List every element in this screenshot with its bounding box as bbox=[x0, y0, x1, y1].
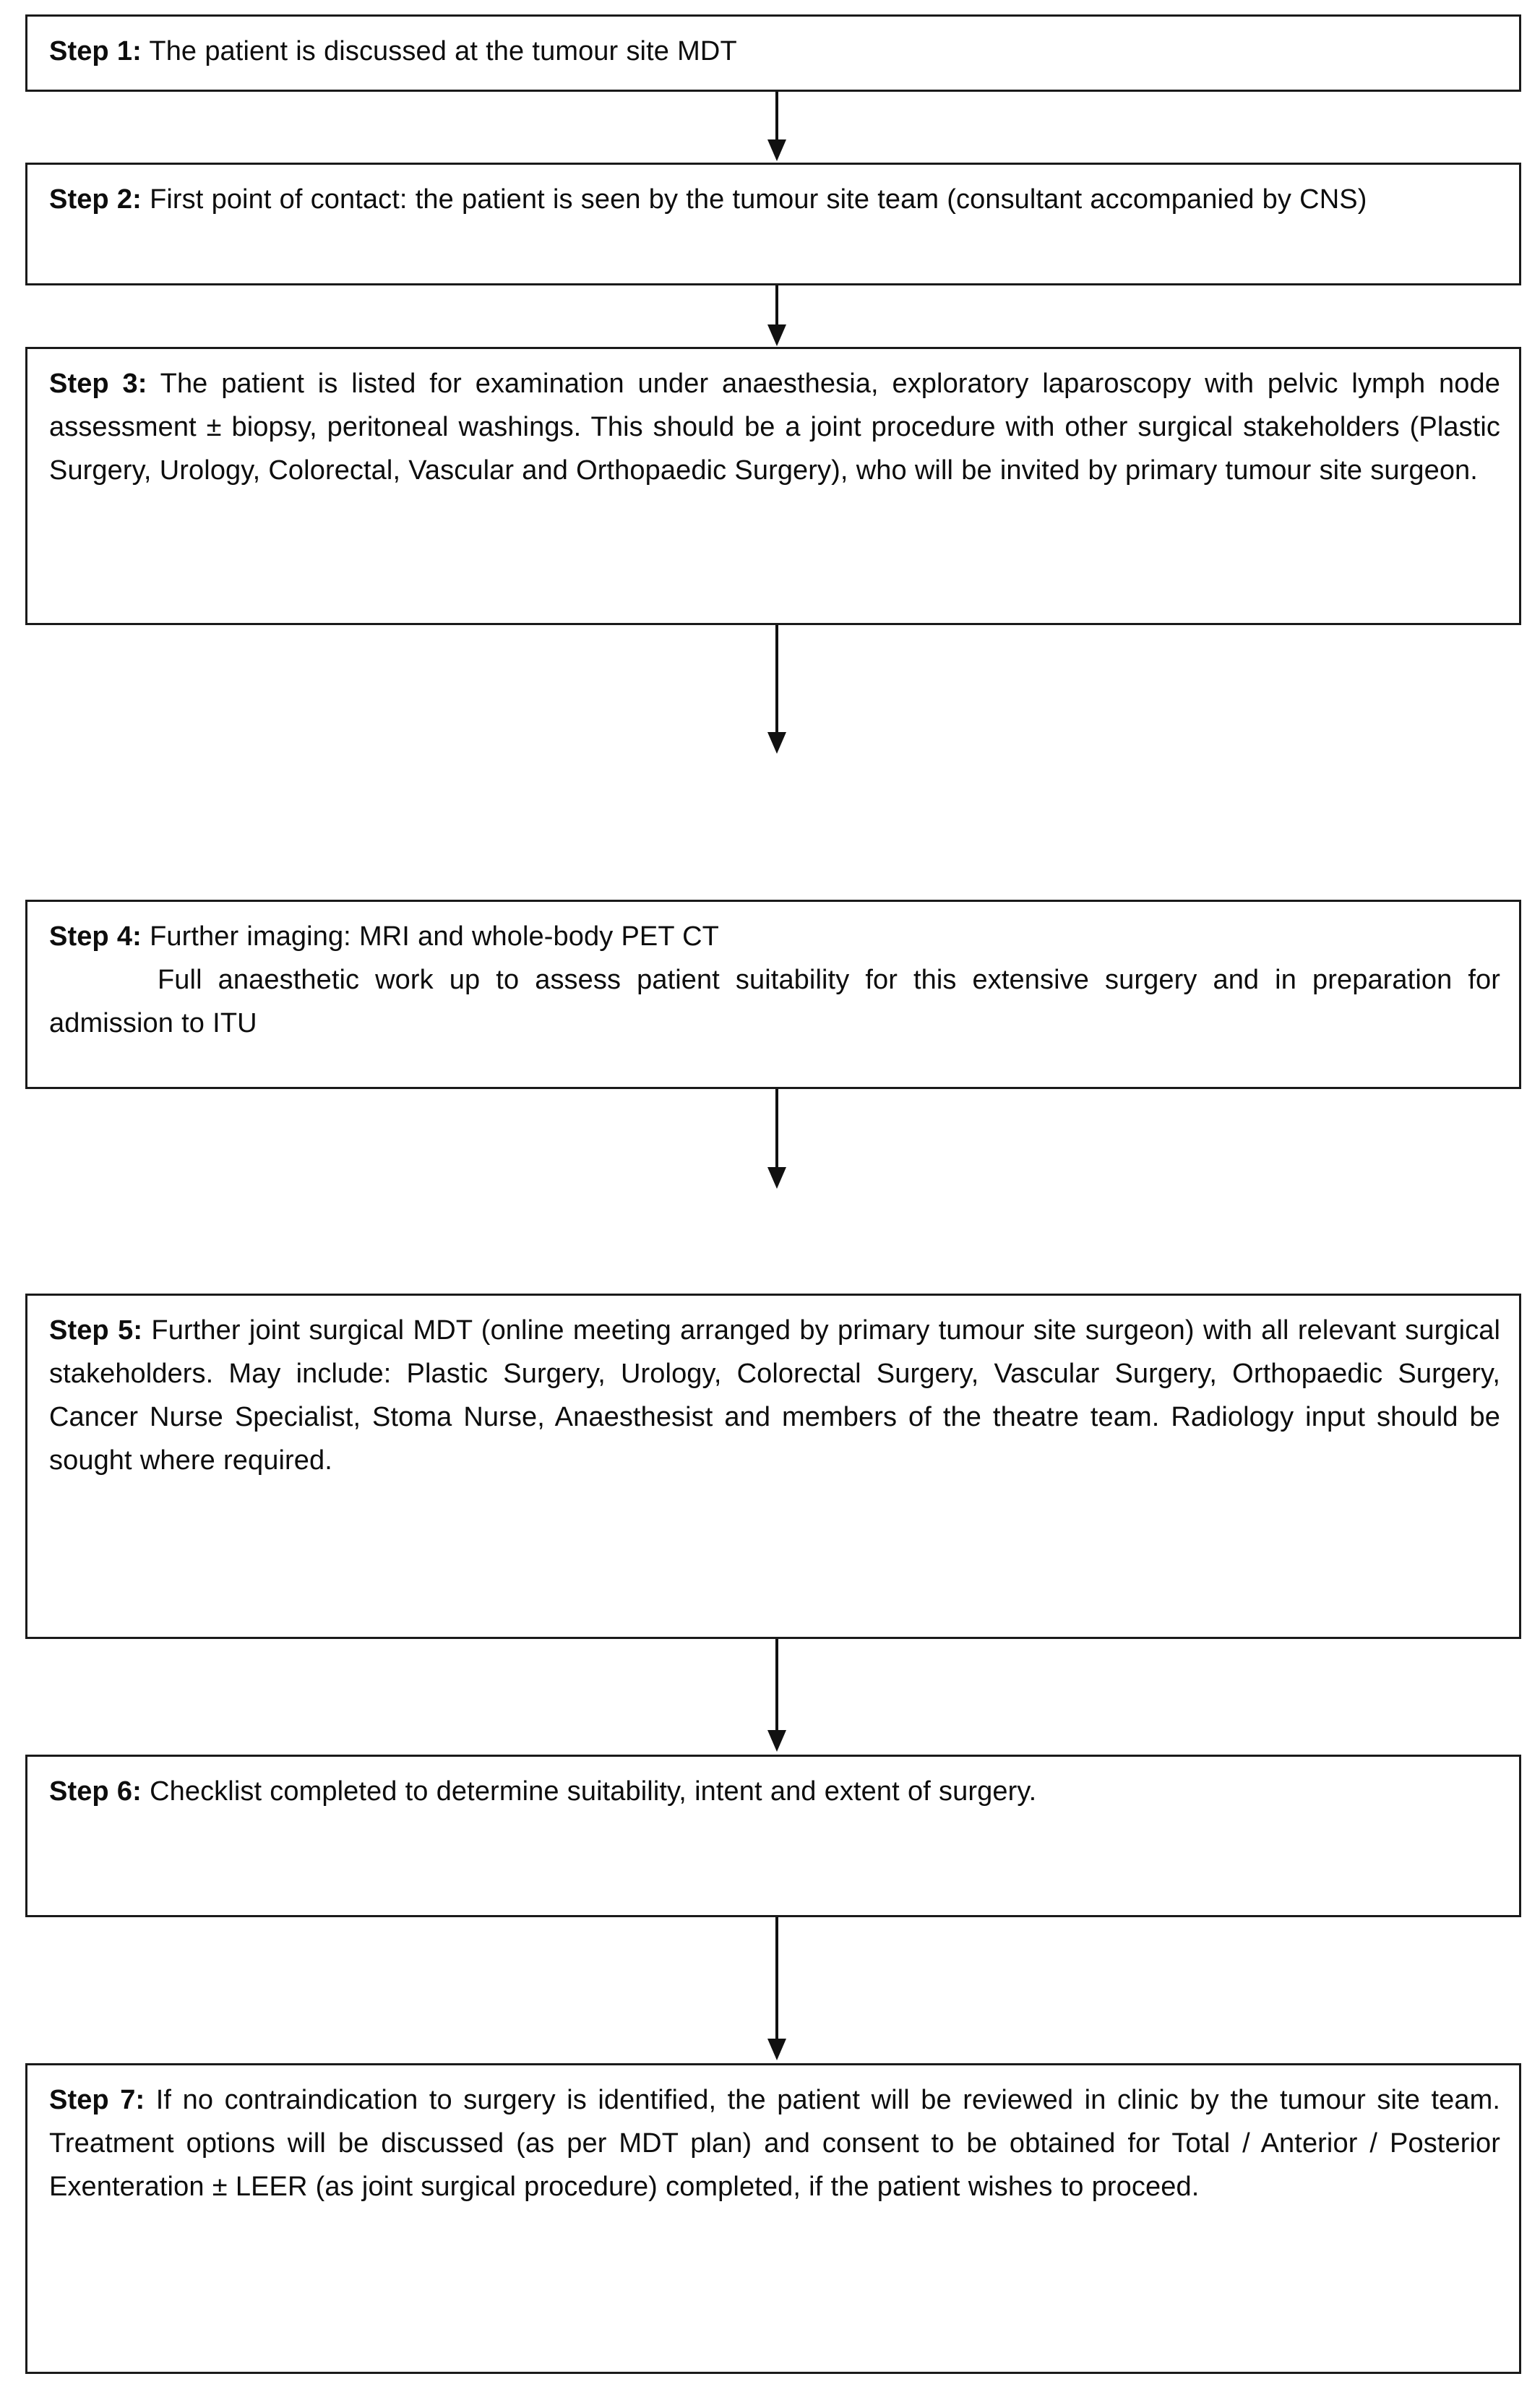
arrow-step1-to-step2 bbox=[767, 92, 786, 163]
step-7-body-1: If no contraindication to surgery is ide… bbox=[49, 2085, 1500, 2202]
arrow-shaft bbox=[775, 285, 778, 326]
arrow-step5-to-step6 bbox=[767, 1639, 786, 1755]
step-box-1: Step 1: The patient is discussed at the … bbox=[25, 14, 1521, 92]
arrow-head-icon bbox=[767, 139, 786, 161]
arrow-head-icon bbox=[767, 1167, 786, 1189]
step-box-5: Step 5: Further joint surgical MDT (onli… bbox=[25, 1294, 1521, 1639]
step-5-body-1: Further joint surgical MDT (online meeti… bbox=[49, 1315, 1500, 1476]
step-3-body-1: The patient is listed for examination un… bbox=[49, 369, 1500, 486]
step-5-label: Step 5: bbox=[49, 1315, 143, 1346]
arrow-head-icon bbox=[767, 324, 786, 346]
step-box-3: Step 3: The patient is listed for examin… bbox=[25, 347, 1521, 625]
step-4-paragraph-1: Step 4: Further imaging: MRI and whole-b… bbox=[49, 915, 1500, 958]
step-1-paragraph-1: Step 1: The patient is discussed at the … bbox=[49, 30, 1500, 73]
step-2-label: Step 2: bbox=[49, 184, 142, 215]
step-4-paragraph-2: Full anaesthetic work up to assess patie… bbox=[49, 965, 1500, 1038]
arrow-step4-to-step5 bbox=[767, 1089, 786, 1294]
arrow-head-icon bbox=[767, 732, 786, 754]
arrow-shaft bbox=[775, 1639, 778, 1731]
arrow-step6-to-step7 bbox=[767, 1917, 786, 2063]
arrow-head-icon bbox=[767, 1730, 786, 1752]
step-5-paragraph-1: Step 5: Further joint surgical MDT (onli… bbox=[49, 1309, 1500, 1482]
step-3-paragraph-1: Step 3: The patient is listed for examin… bbox=[49, 362, 1500, 492]
step-6-label: Step 6: bbox=[49, 1776, 142, 1807]
arrow-step3-to-step4 bbox=[767, 625, 786, 900]
arrow-shaft bbox=[775, 625, 778, 733]
step-box-7: Step 7: If no contraindication to surger… bbox=[25, 2063, 1521, 2374]
step-4-body-1: Further imaging: MRI and whole-body PET … bbox=[141, 921, 719, 952]
step-1-body-1: The patient is discussed at the tumour s… bbox=[141, 36, 737, 66]
step-3-label: Step 3: bbox=[49, 369, 147, 399]
arrow-head-icon bbox=[767, 2039, 786, 2060]
arrow-shaft bbox=[775, 92, 778, 141]
step-box-4: Step 4: Further imaging: MRI and whole-b… bbox=[25, 900, 1521, 1089]
step-7-label: Step 7: bbox=[49, 2085, 145, 2115]
step-box-6: Step 6: Checklist completed to determine… bbox=[25, 1755, 1521, 1917]
step-4-label: Step 4: bbox=[49, 921, 142, 952]
arrow-shaft bbox=[775, 1917, 778, 2040]
step-2-body-1: First point of contact: the patient is s… bbox=[141, 184, 1367, 215]
arrow-step2-to-step3 bbox=[767, 285, 786, 347]
step-6-paragraph-1: Step 6: Checklist completed to determine… bbox=[49, 1770, 1500, 1813]
arrow-shaft bbox=[775, 1089, 778, 1169]
step-6-body-1: Checklist completed to determine suitabi… bbox=[141, 1776, 1037, 1807]
step-1-label: Step 1: bbox=[49, 36, 142, 66]
step-box-2: Step 2: First point of contact: the pati… bbox=[25, 163, 1521, 285]
step-7-paragraph-1: Step 7: If no contraindication to surger… bbox=[49, 2078, 1500, 2208]
step-2-paragraph-1: Step 2: First point of contact: the pati… bbox=[49, 178, 1500, 221]
